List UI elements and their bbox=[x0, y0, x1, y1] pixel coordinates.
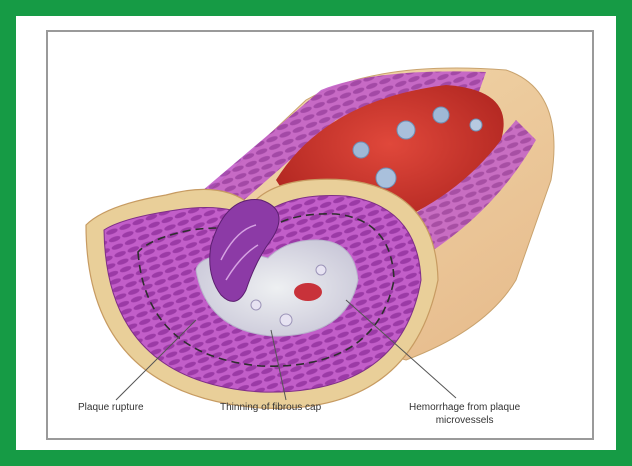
artery-cross-section-illustration bbox=[46, 30, 594, 440]
foam-cell bbox=[316, 265, 326, 275]
blood-cell bbox=[470, 119, 482, 131]
blood-cell bbox=[376, 168, 396, 188]
label-hemorrhage-line2: microvessels bbox=[409, 414, 520, 427]
blood-cell bbox=[433, 107, 449, 123]
label-thinning-fibrous-cap: Thinning of fibrous cap bbox=[220, 401, 321, 414]
blood-cell bbox=[397, 121, 415, 139]
foam-cell bbox=[251, 300, 261, 310]
hemorrhage-spot bbox=[294, 283, 322, 301]
label-hemorrhage-line1: Hemorrhage from plaque bbox=[409, 401, 520, 414]
foam-cell bbox=[280, 314, 292, 326]
blood-cell bbox=[353, 142, 369, 158]
label-hemorrhage: Hemorrhage from plaque microvessels bbox=[409, 401, 520, 427]
label-plaque-rupture: Plaque rupture bbox=[78, 401, 144, 414]
